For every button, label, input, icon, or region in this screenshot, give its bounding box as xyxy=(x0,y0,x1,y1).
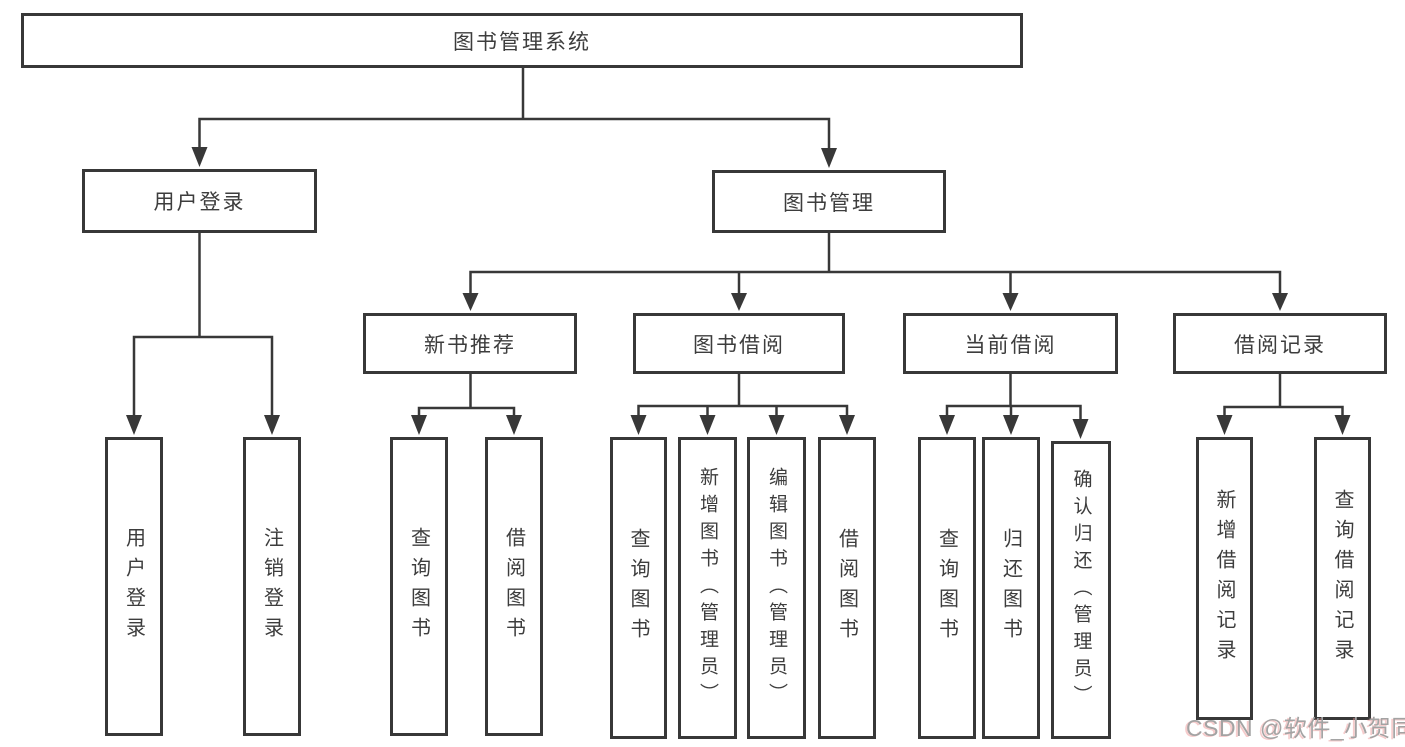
node-current-borrow: 当前借阅 xyxy=(903,313,1118,374)
leaf-user-login: 用户登录 xyxy=(105,437,163,736)
leaf-borrow-books: 借阅图书 xyxy=(818,437,876,739)
leaf-add-borrow-record: 新增借阅记录 xyxy=(1196,437,1253,720)
csdn-watermark: CSDN @软件_小贺同学 xyxy=(1186,715,1405,741)
node-borrow-records: 借阅记录 xyxy=(1173,313,1387,374)
arrowheads xyxy=(126,147,1351,439)
leaf-return-book: 归还图书 xyxy=(982,437,1040,739)
leaf-query-books-current: 查询图书 xyxy=(918,437,976,739)
node-new-book-recommend: 新书推荐 xyxy=(363,313,577,374)
leaf-add-book-admin: 新增图书（管理员） xyxy=(678,437,737,739)
leaf-confirm-return-admin: 确认归还（管理员） xyxy=(1051,441,1111,739)
node-book-management: 图书管理 xyxy=(712,170,946,233)
leaf-query-borrow-record: 查询借阅记录 xyxy=(1314,437,1371,720)
leaf-edit-book-admin: 编辑图书（管理员） xyxy=(747,437,806,739)
node-book-borrow: 图书借阅 xyxy=(633,313,845,374)
node-user-login: 用户登录 xyxy=(82,169,317,233)
leaf-query-books-recommend: 查询图书 xyxy=(390,437,448,736)
leaf-logout: 注销登录 xyxy=(243,437,301,736)
leaf-query-books-borrow: 查询图书 xyxy=(610,437,667,739)
leaf-borrow-books-recommend: 借阅图书 xyxy=(485,437,543,736)
node-library-management-system: 图书管理系统 xyxy=(21,13,1023,68)
